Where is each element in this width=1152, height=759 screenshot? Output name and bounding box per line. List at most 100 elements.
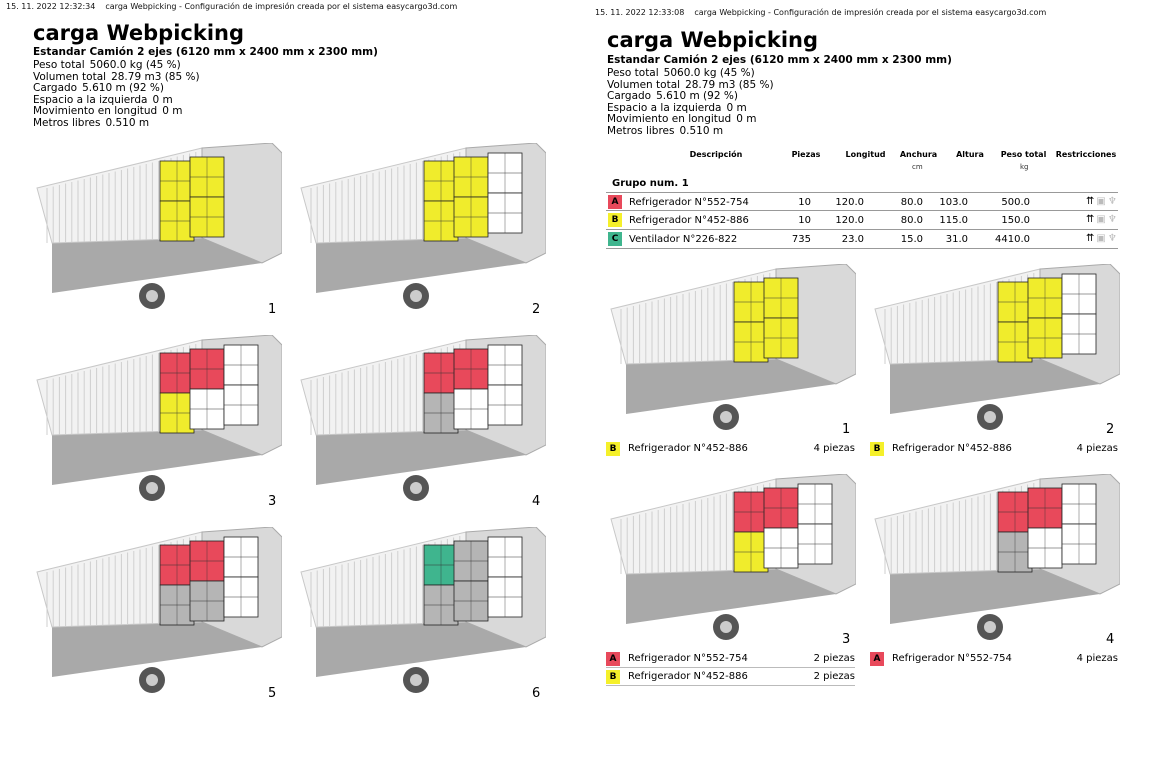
table-row: A Refrigerador N°552-754 10 120.0 80.0 1… bbox=[606, 192, 1118, 211]
unit-cm: cm bbox=[912, 163, 923, 171]
header-text: carga Webpicking - Configuración de impr… bbox=[105, 2, 458, 11]
item-code-badge: C bbox=[608, 232, 622, 246]
loading-step-figure bbox=[296, 335, 546, 505]
item-code-badge: B bbox=[606, 670, 620, 684]
col-peso: Peso total bbox=[1000, 150, 1047, 159]
item-altura: 103.0 bbox=[939, 197, 968, 208]
step-number: 3 bbox=[268, 494, 277, 509]
item-anchura: 80.0 bbox=[900, 215, 923, 226]
item-code-badge: A bbox=[870, 652, 884, 666]
loading-step-figure bbox=[870, 474, 1120, 644]
item-code-badge: B bbox=[608, 213, 622, 227]
item-description: Refrigerador N°552-754 bbox=[629, 197, 749, 208]
timestamp: 15. 11. 2022 12:32:34 bbox=[6, 2, 96, 11]
step-number: 2 bbox=[532, 302, 541, 317]
col-restricciones: Restricciones bbox=[1055, 150, 1117, 159]
item-anchura: 15.0 bbox=[900, 234, 923, 245]
item-code-badge: B bbox=[870, 442, 884, 456]
item-altura: 115.0 bbox=[939, 215, 968, 226]
col-anchura: Anchura bbox=[899, 150, 938, 159]
arrows-up-icon: ⇈ bbox=[1086, 196, 1097, 207]
item-description: Refrigerador N°452-886 bbox=[629, 215, 749, 226]
item-name: Refrigerador N°552-754 bbox=[628, 653, 748, 664]
item-qty: 4 piezas bbox=[1076, 653, 1118, 664]
col-descripcion: Descripción bbox=[689, 150, 743, 159]
item-piezas: 10 bbox=[798, 197, 811, 208]
restriction-icons: ⇈▣♆ bbox=[1086, 233, 1119, 244]
item-qty: 2 piezas bbox=[813, 653, 855, 664]
item-name: Refrigerador N°452-886 bbox=[628, 671, 748, 682]
item-piezas: 10 bbox=[798, 215, 811, 226]
step-number: 1 bbox=[268, 302, 277, 317]
group-label: Grupo num. 1 bbox=[612, 178, 689, 189]
item-longitud: 120.0 bbox=[835, 197, 864, 208]
loading-step-figure bbox=[296, 527, 546, 697]
report-page-1: 15. 11. 2022 12:32:34 carga Webpicking - … bbox=[6, 2, 546, 701]
step-number: 4 bbox=[532, 494, 541, 509]
item-name: Refrigerador N°552-754 bbox=[892, 653, 1012, 664]
restriction-icons: ⇈▣♆ bbox=[1086, 214, 1119, 225]
item-anchura: 80.0 bbox=[900, 197, 923, 208]
step-number: 5 bbox=[268, 686, 277, 701]
item-qty: 4 piezas bbox=[1076, 443, 1118, 454]
item-piezas: 735 bbox=[791, 234, 811, 245]
report-title: carga Webpicking bbox=[33, 21, 245, 45]
item-code-badge: A bbox=[608, 195, 622, 209]
item-peso: 150.0 bbox=[1001, 215, 1030, 226]
item-code-badge: A bbox=[606, 652, 620, 666]
step-item-row: A Refrigerador N°552-754 4 piezas bbox=[870, 651, 1118, 668]
table-row: C Ventilador N°226-822 735 23.0 15.0 31.… bbox=[606, 230, 1118, 249]
loading-step-figure bbox=[296, 143, 546, 313]
step-number: 1 bbox=[842, 422, 851, 437]
col-piezas: Piezas bbox=[791, 150, 821, 159]
truck-name: Estandar Camión 2 ejes (6120 mm x 2400 m… bbox=[33, 46, 378, 58]
item-code-badge: B bbox=[606, 442, 620, 456]
arrows-up-icon: ⇈ bbox=[1086, 214, 1097, 225]
fragile-icon: ♆ bbox=[1107, 196, 1119, 207]
item-qty: 4 piezas bbox=[813, 443, 855, 454]
loading-step-figure bbox=[32, 335, 282, 505]
item-description: Ventilador N°226-822 bbox=[629, 234, 738, 245]
table-row: B Refrigerador N°452-886 10 120.0 80.0 1… bbox=[606, 211, 1118, 230]
page-header: 15. 11. 2022 12:32:34 carga Webpicking - … bbox=[6, 2, 457, 11]
restriction-icons: ⇈▣♆ bbox=[1086, 196, 1119, 207]
step-item-row: B Refrigerador N°452-886 2 piezas bbox=[606, 669, 855, 686]
item-name: Refrigerador N°452-886 bbox=[892, 443, 1012, 454]
unit-kg: kg bbox=[1020, 163, 1029, 171]
step-item-row: B Refrigerador N°452-886 4 piezas bbox=[870, 441, 1118, 458]
loading-step-figure bbox=[606, 474, 856, 644]
col-altura: Altura bbox=[956, 150, 984, 159]
step-number: 3 bbox=[842, 632, 851, 647]
loading-step-figure bbox=[32, 143, 282, 313]
item-altura: 31.0 bbox=[945, 234, 968, 245]
arrows-up-icon: ⇈ bbox=[1086, 233, 1097, 244]
loading-step-figure bbox=[606, 264, 856, 434]
step-number: 6 bbox=[532, 686, 541, 701]
item-peso: 4410.0 bbox=[995, 234, 1030, 245]
loading-step-figure bbox=[870, 264, 1120, 434]
step-item-row: B Refrigerador N°452-886 4 piezas bbox=[606, 441, 855, 458]
fragile-icon: ♆ bbox=[1107, 233, 1119, 244]
col-longitud: Longitud bbox=[845, 150, 886, 159]
step-item-row: A Refrigerador N°552-754 2 piezas bbox=[606, 651, 855, 668]
item-peso: 500.0 bbox=[1001, 197, 1030, 208]
loading-step-figure bbox=[32, 527, 282, 697]
report-title: carga Webpicking bbox=[607, 28, 819, 52]
no-stack-icon: ▣ bbox=[1096, 233, 1108, 244]
item-longitud: 120.0 bbox=[835, 215, 864, 226]
